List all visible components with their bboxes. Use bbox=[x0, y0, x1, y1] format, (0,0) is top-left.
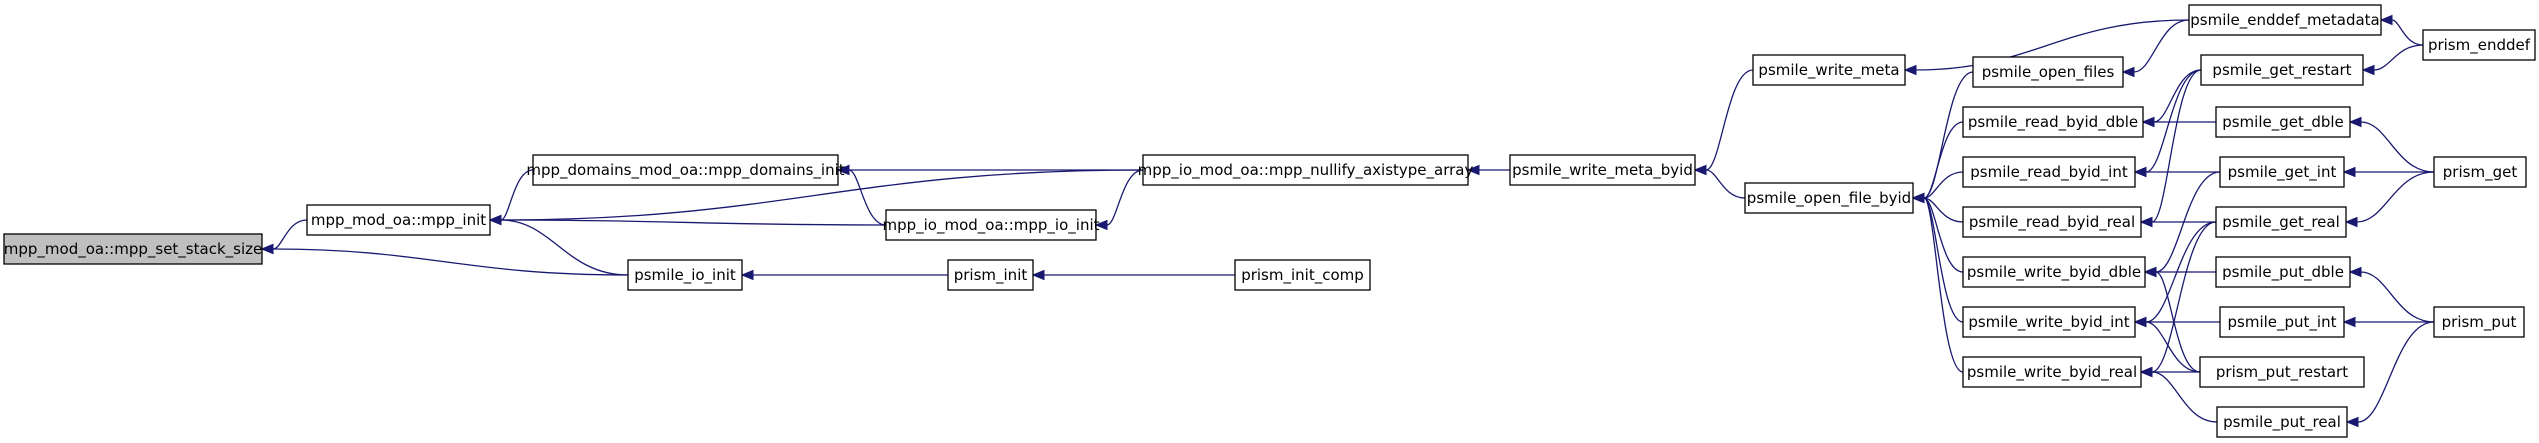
function-label: mpp_mod_oa::mpp_set_stack_size bbox=[4, 240, 262, 259]
function-label: psmile_io_init bbox=[634, 266, 736, 285]
function-label: psmile_put_int bbox=[2228, 313, 2337, 332]
function-label: prism_enddef bbox=[2428, 36, 2531, 55]
call-edge bbox=[1031, 269, 1236, 281]
function-node-mpp-set-stack-size[interactable]: mpp_mod_oa::mpp_set_stack_size bbox=[3, 233, 263, 265]
call-edge bbox=[1911, 192, 1964, 273]
call-edge bbox=[2139, 221, 2217, 378]
function-label: psmile_write_meta bbox=[1758, 61, 1899, 80]
function-node-mpp-io-init[interactable]: mpp_io_mod_oa::mpp_io_init bbox=[882, 209, 1100, 241]
function-label: mpp_io_mod_oa::mpp_io_init bbox=[882, 216, 1099, 235]
call-edge bbox=[2342, 166, 2434, 178]
call-edge bbox=[1911, 192, 1964, 373]
function-node-psmile-write-byid-real[interactable]: psmile_write_byid_real bbox=[1962, 356, 2142, 388]
function-label: prism_init_comp bbox=[1241, 266, 1364, 285]
call-edge bbox=[2361, 44, 2424, 76]
function-node-psmile-io-init[interactable]: psmile_io_init bbox=[627, 259, 743, 291]
call-edge bbox=[1693, 69, 1754, 176]
function-label: psmile_get_restart bbox=[2212, 61, 2351, 80]
call-edge bbox=[2344, 171, 2435, 228]
node-layer: mpp_mod_oa::mpp_set_stack_size mpp_mod_oa… bbox=[3, 4, 2536, 438]
function-node-prism-init-comp[interactable]: prism_init_comp bbox=[1234, 259, 1371, 291]
call-edge bbox=[1693, 164, 1746, 199]
call-edge bbox=[2133, 221, 2217, 328]
call-edge bbox=[2345, 321, 2435, 428]
call-edge bbox=[740, 269, 949, 281]
function-label: psmile_get_int bbox=[2228, 163, 2337, 182]
call-edge bbox=[1911, 192, 1964, 323]
function-label: psmile_write_meta_byid bbox=[1512, 161, 1693, 180]
function-node-psmile-get-int[interactable]: psmile_get_int bbox=[2219, 156, 2345, 188]
function-label: psmile_write_byid_int bbox=[1968, 313, 2129, 332]
function-label: psmile_read_byid_real bbox=[1969, 213, 2135, 232]
function-label: prism_get bbox=[2443, 163, 2518, 182]
function-node-psmile-open-file-byid[interactable]: psmile_open_file_byid bbox=[1744, 182, 1914, 214]
function-node-prism-put-restart[interactable]: prism_put_restart bbox=[2199, 356, 2365, 388]
function-node-psmile-read-byid-real[interactable]: psmile_read_byid_real bbox=[1962, 206, 2142, 238]
function-node-psmile-open-files[interactable]: psmile_open_files bbox=[1972, 56, 2124, 88]
call-edge bbox=[1903, 19, 2190, 76]
function-label: psmile_open_files bbox=[1982, 63, 2115, 82]
function-node-prism-enddef[interactable]: prism_enddef bbox=[2422, 29, 2536, 61]
function-node-psmile-write-byid-dble[interactable]: psmile_write_byid_dble bbox=[1962, 256, 2146, 288]
function-node-psmile-write-meta-byid[interactable]: psmile_write_meta_byid bbox=[1509, 154, 1696, 186]
function-label: prism_init bbox=[954, 266, 1028, 285]
call-edge bbox=[2133, 166, 2220, 178]
function-node-mpp-domains-init[interactable]: mpp_domains_mod_oa::mpp_domains_init bbox=[526, 154, 845, 186]
call-edge bbox=[836, 164, 1143, 176]
function-label: psmile_open_file_byid bbox=[1747, 189, 1911, 208]
function-node-psmile-enddef-metadata[interactable]: psmile_enddef_metadata bbox=[2188, 4, 2382, 36]
function-label: prism_put_restart bbox=[2216, 363, 2348, 382]
call-edge bbox=[2348, 266, 2435, 323]
function-node-psmile-write-byid-int[interactable]: psmile_write_byid_int bbox=[1962, 306, 2136, 338]
call-edge bbox=[488, 214, 887, 226]
function-node-psmile-get-dble[interactable]: psmile_get_dble bbox=[2215, 106, 2351, 138]
function-node-psmile-put-dble[interactable]: psmile_put_dble bbox=[2215, 256, 2351, 288]
function-label: mpp_domains_mod_oa::mpp_domains_init bbox=[526, 161, 844, 180]
function-node-psmile-read-byid-int[interactable]: psmile_read_byid_int bbox=[1962, 156, 2136, 188]
function-label: psmile_read_byid_int bbox=[1970, 163, 2128, 182]
function-label: prism_put bbox=[2442, 313, 2517, 332]
call-edge bbox=[2141, 116, 2216, 128]
function-label: psmile_write_byid_real bbox=[1967, 363, 2137, 382]
call-edge bbox=[2348, 116, 2435, 173]
function-label: mpp_mod_oa::mpp_init bbox=[311, 211, 486, 230]
function-node-prism-put[interactable]: prism_put bbox=[2433, 306, 2525, 338]
call-edge bbox=[488, 214, 629, 276]
edge-layer bbox=[260, 14, 2435, 428]
function-label: psmile_enddef_metadata bbox=[2190, 11, 2380, 30]
function-label: mpp_io_mod_oa::mpp_nullify_axistype_arra… bbox=[1138, 161, 1474, 180]
call-edge bbox=[260, 243, 629, 276]
function-label: psmile_get_real bbox=[2222, 213, 2340, 232]
function-node-prism-init[interactable]: prism_init bbox=[947, 259, 1034, 291]
call-edge bbox=[1094, 169, 1144, 231]
call-edge bbox=[1466, 164, 1510, 176]
function-node-psmile-get-real[interactable]: psmile_get_real bbox=[2215, 206, 2347, 238]
function-node-mpp-nullify[interactable]: mpp_io_mod_oa::mpp_nullify_axistype_arra… bbox=[1138, 154, 1474, 186]
function-node-psmile-get-restart[interactable]: psmile_get_restart bbox=[2200, 54, 2364, 86]
function-label: psmile_put_real bbox=[2223, 413, 2341, 432]
function-node-prism-get[interactable]: prism_get bbox=[2433, 156, 2527, 188]
function-node-mpp-init[interactable]: mpp_mod_oa::mpp_init bbox=[306, 204, 491, 236]
call-edge bbox=[2342, 316, 2434, 328]
call-edge bbox=[836, 164, 887, 226]
call-edge bbox=[2143, 171, 2221, 278]
function-node-psmile-write-meta[interactable]: psmile_write_meta bbox=[1752, 54, 1906, 86]
function-label: psmile_get_dble bbox=[2222, 113, 2344, 132]
function-label: psmile_read_byid_dble bbox=[1968, 113, 2138, 132]
function-node-psmile-read-byid-dble[interactable]: psmile_read_byid_dble bbox=[1962, 106, 2144, 138]
call-edge bbox=[2139, 216, 2216, 228]
function-node-psmile-put-real[interactable]: psmile_put_real bbox=[2216, 406, 2348, 438]
call-edge bbox=[2379, 14, 2424, 46]
function-label: psmile_put_dble bbox=[2222, 263, 2344, 282]
function-label: psmile_write_byid_dble bbox=[1967, 263, 2141, 282]
function-node-psmile-put-int[interactable]: psmile_put_int bbox=[2219, 306, 2345, 338]
call-edge bbox=[2121, 19, 2190, 78]
